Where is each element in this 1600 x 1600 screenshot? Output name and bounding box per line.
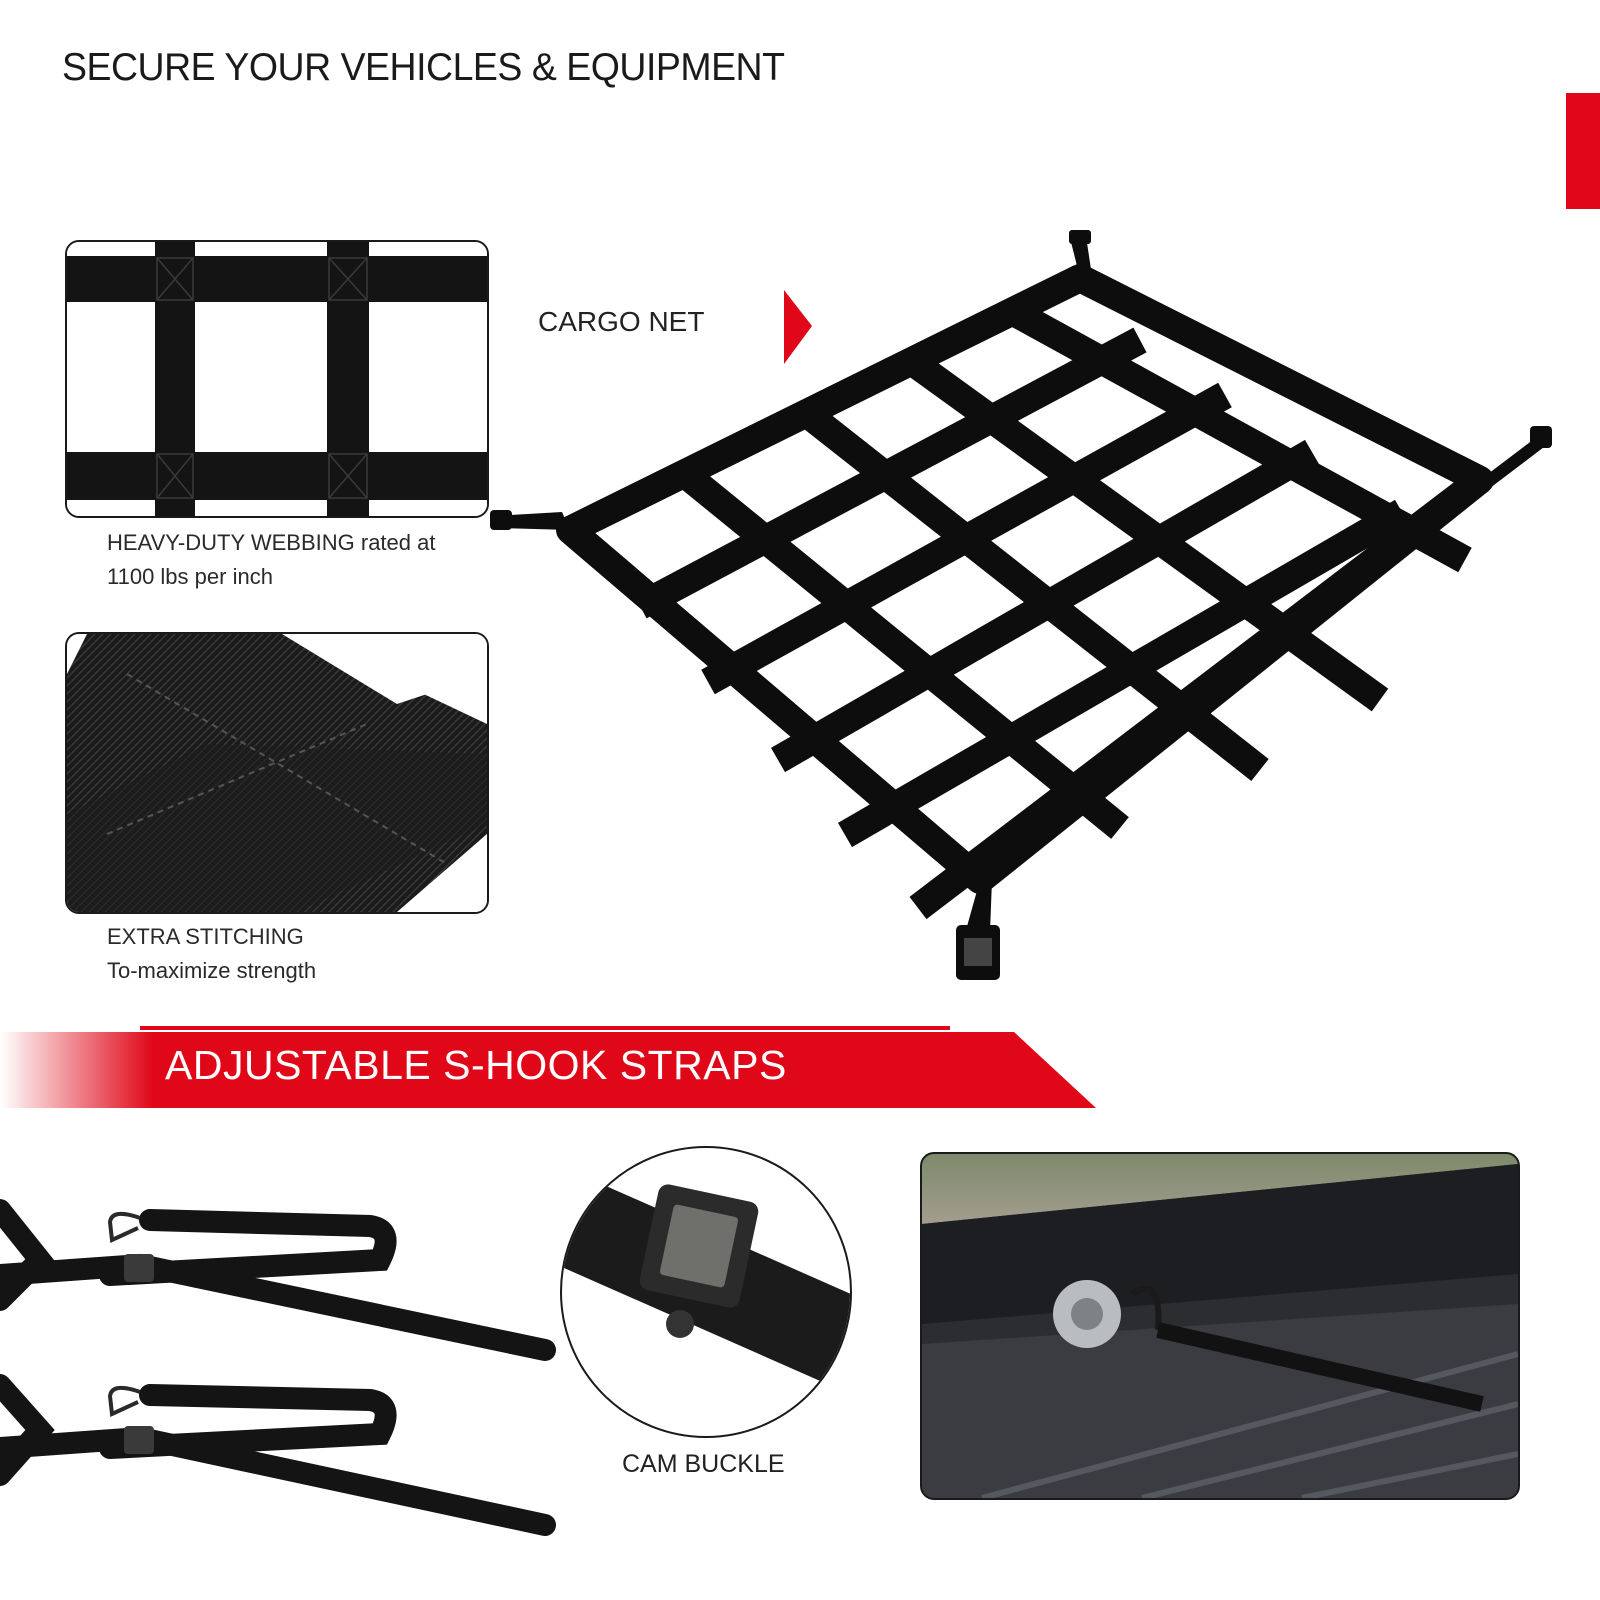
arrow-right-icon bbox=[784, 290, 812, 364]
cargo-net-image bbox=[490, 230, 1552, 980]
stitching-caption-title: EXTRA STITCHING bbox=[107, 924, 304, 949]
page-title: SECURE YOUR VEHICLES & EQUIPMENT bbox=[62, 46, 785, 89]
corner-accent-bar bbox=[1566, 93, 1600, 209]
cam-buckle-label: CAM BUCKLE bbox=[622, 1450, 785, 1478]
stitching-caption: EXTRA STITCHING To-maximize strength bbox=[107, 920, 316, 988]
stitching-closeup-image bbox=[65, 632, 489, 914]
s-hook-straps-image bbox=[0, 1199, 556, 1536]
cam-buckle-image bbox=[560, 1146, 852, 1438]
cargo-net-label: CARGO NET bbox=[538, 306, 705, 337]
webbing-caption-title: HEAVY-DUTY WEBBING rated at bbox=[107, 530, 436, 555]
truck-bed-photo bbox=[920, 1152, 1520, 1500]
banner-title: ADJUSTABLE S-HOOK STRAPS bbox=[165, 1042, 787, 1088]
webbing-closeup-image bbox=[65, 240, 489, 518]
stitching-caption-detail: To-maximize strength bbox=[107, 958, 317, 983]
webbing-caption-detail: 1100 lbs per inch bbox=[107, 564, 273, 589]
webbing-caption: HEAVY-DUTY WEBBING rated at 1100 lbs per… bbox=[107, 526, 435, 594]
banner-background bbox=[0, 1026, 1096, 1108]
